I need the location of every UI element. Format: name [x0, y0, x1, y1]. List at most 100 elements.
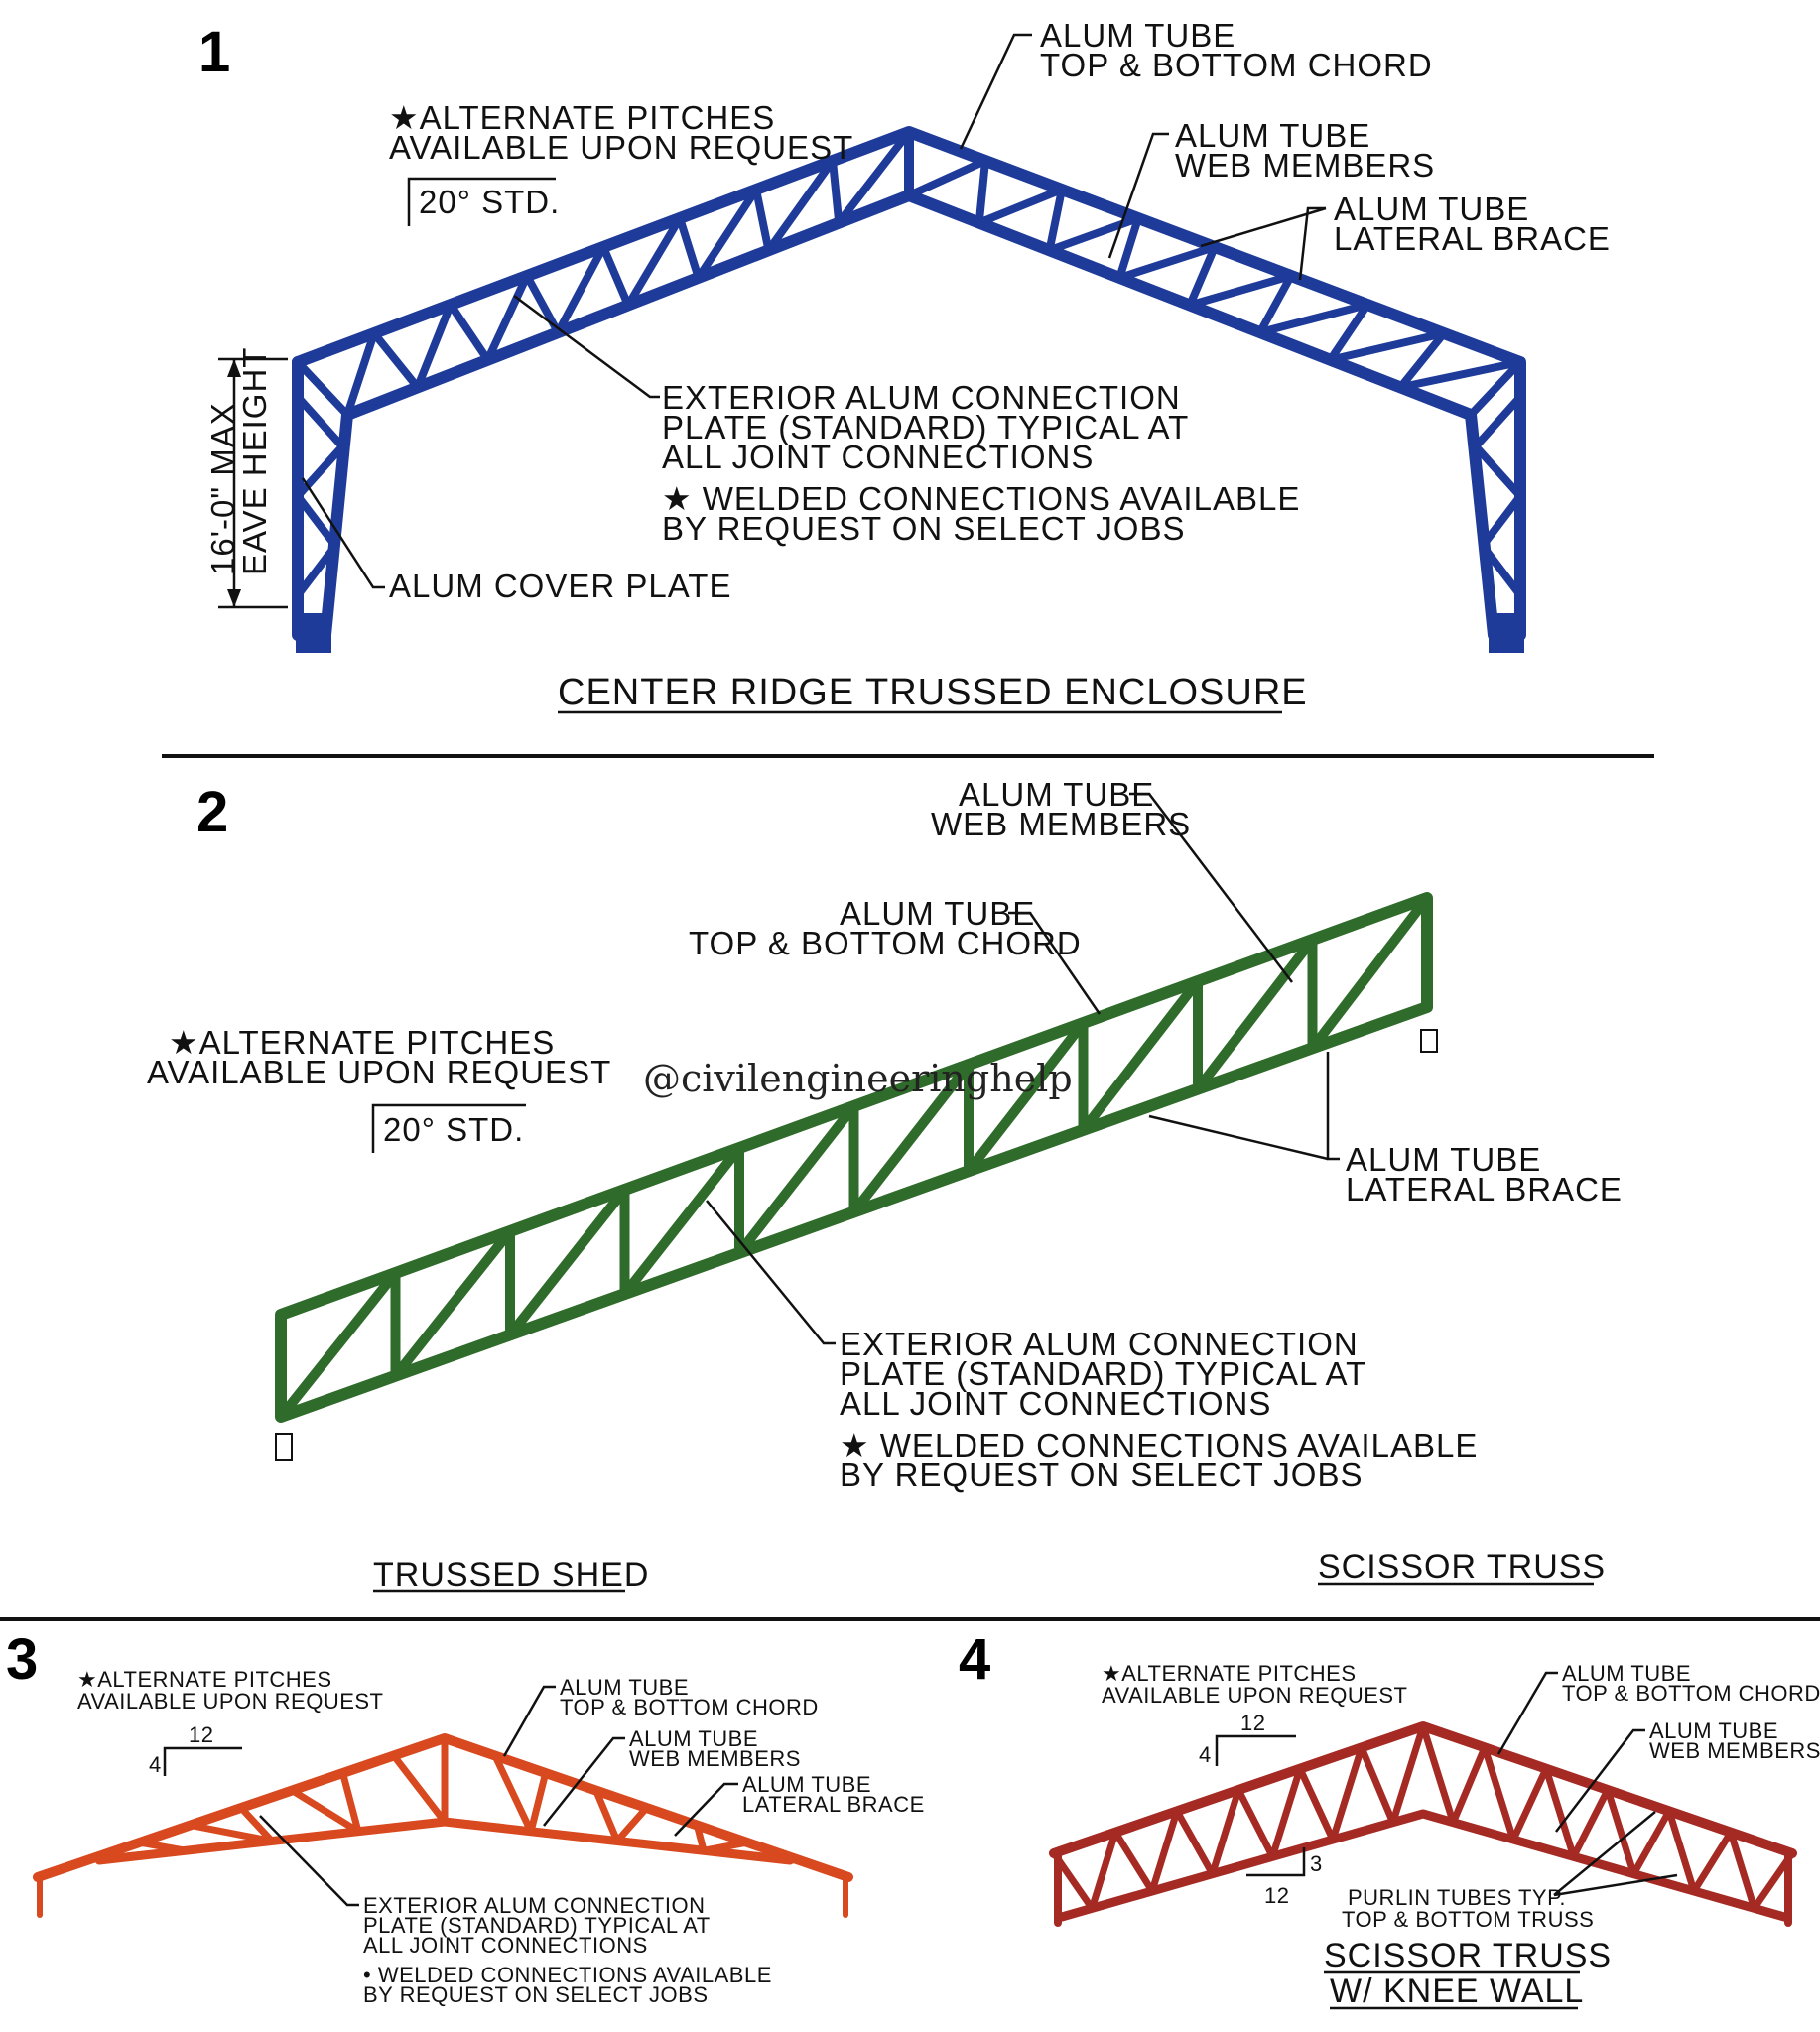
panel-1-web-right-diagonal: [1326, 329, 1448, 364]
panel-3-chord-leader: [502, 1685, 556, 1757]
panel-1-brace-leader-b: [1298, 206, 1326, 281]
panel-3-web-diagonal: [237, 1804, 276, 1844]
panel-3-chord-label-line-1: ALUM TUBE: [560, 1675, 689, 1700]
panel-2-left-support: [275, 1433, 293, 1460]
panel-2-pitch-note-line-2: AVAILABLE UPON REQUEST: [147, 1054, 611, 1090]
panel-3-web-diagonal: [288, 1787, 362, 1836]
panel-2-pitch-value: 20° STD.: [383, 1111, 524, 1148]
panel-1-web-right-diagonal: [1115, 243, 1219, 282]
panel-4-web-diagonal: [1481, 1743, 1517, 1843]
panel-2-caption: TRUSSED SHED: [373, 1556, 649, 1593]
panel-1-cover-plate-leader: [301, 477, 385, 589]
panel-1-eave-arrow-bottom: [227, 589, 241, 607]
panel-1-web-right-vertical: [1255, 272, 1295, 337]
panel-3-web-members: [84, 1734, 802, 1864]
panel-2-web-diagonal: [848, 1060, 974, 1217]
panel-3-plate-leader: [259, 1815, 359, 1907]
panel-1-web-right-diagonal: [1186, 272, 1295, 310]
panel-4-web-diagonal: [1727, 1829, 1758, 1912]
panel-1-web-left-vertical: [599, 243, 632, 310]
panel-1-web-right-diagonal: [905, 157, 989, 199]
panel-2-web-diagonal: [390, 1226, 515, 1381]
panel-4-purlin-leader-b: [1553, 1873, 1678, 1897]
panel-1-web-left-diagonal: [624, 214, 684, 310]
panel-4-web-diagonal: [1173, 1807, 1217, 1878]
panel-1-web-left-vertical: [752, 186, 773, 255]
panel-4-bottom-chord: [1057, 1809, 1789, 1922]
panel-1-eave-arrow-top: [227, 359, 241, 377]
panel-4-web-label-line-1: ALUM TUBE: [1649, 1718, 1778, 1743]
panel-1-web-left-diagonal: [554, 243, 607, 337]
panel-4-caption-line-2: W/ KNEE WALL: [1330, 1972, 1584, 2010]
panel-3-plate-label-line-1: EXTERIOR ALUM CONNECTION: [363, 1893, 705, 1918]
panel-2-number: 2: [196, 780, 228, 844]
panel-3-web-diagonal: [592, 1787, 621, 1844]
panel-4-purlin-label-line-2: TOP & BOTTOM TRUSS: [1342, 1907, 1594, 1932]
panel-1-chord-label-line-2: TOP & BOTTOM CHORD: [1040, 47, 1433, 83]
panel-1-brace-label-line-2: LATERAL BRACE: [1334, 220, 1611, 257]
panel-1-cover-plate-label: ALUM COVER PLATE: [389, 568, 731, 604]
panel-4-web-diagonal: [1665, 1807, 1698, 1895]
panel-3-web-diagonal: [339, 1769, 362, 1836]
panel-2-web-diagonal: [964, 1018, 1089, 1177]
panel-1-welded-line-2: BY REQUEST ON SELECT JOBS: [662, 510, 1186, 547]
panel-3-plate-label-line-2: PLATE (STANDARD) TYPICAL AT: [363, 1913, 711, 1938]
panel-4-web-diagonal: [1629, 1807, 1673, 1878]
panel-4-web-diagonal: [1570, 1786, 1612, 1860]
panel-2-brace-label-line-2: LATERAL BRACE: [1346, 1171, 1623, 1207]
panel-4-web-diagonal: [1329, 1743, 1365, 1843]
panel-4-web-diagonal: [1604, 1786, 1637, 1878]
panel-3-welded-line-1: • WELDED CONNECTIONS AVAILABLE: [363, 1963, 772, 1987]
panel-1-caption: CENTER RIDGE TRUSSED ENCLOSURE: [558, 672, 1308, 713]
panel-2-web-diagonal: [505, 1185, 630, 1340]
panel-1-web-right-diagonal: [1396, 358, 1524, 392]
panel-1-web-left-vertical: [294, 358, 351, 419]
panel-1-plate-label-line-2: PLATE (STANDARD) TYPICAL AT: [662, 409, 1189, 445]
panel-4-web-diagonal: [1111, 1829, 1156, 1895]
panel-3-web-diagonal: [786, 1856, 802, 1864]
panel-4-web-diagonal: [1509, 1765, 1550, 1843]
panel-1-plate-leader: [513, 294, 660, 399]
panel-2-watermark: @civilengineeringhelp: [643, 1057, 1073, 1100]
panel-4-bottom-rise: 3: [1310, 1851, 1323, 1876]
panel-3-truss: 3 ★ALTERNATE PITCHES AVAILABLE UPON REQU…: [6, 1627, 924, 2007]
panel-1-web-right-diagonal: [975, 186, 1066, 227]
panel-1-web-right-vertical: [1467, 358, 1524, 419]
panel-1-web-left-vertical: [829, 157, 844, 227]
panel-2-chord-leader: [1008, 911, 1102, 1015]
panel-3-pitch-note-line-1: ★ALTERNATE PITCHES: [77, 1667, 332, 1692]
panel-4-web-diagonal: [1358, 1743, 1397, 1827]
panel-3-pitch-symbol: [163, 1746, 242, 1776]
panel-4-web-diagonal: [1449, 1743, 1489, 1827]
panel-1-web-left-diagonal: [835, 128, 913, 227]
panel-4-truss-frame: [1049, 1721, 1797, 1927]
panel-4-web-diagonal: [1389, 1722, 1427, 1827]
panel-2-brace-leader-a: [1326, 1052, 1340, 1161]
panel-1-right-base-plate: [1489, 613, 1524, 653]
panel-4-web-diagonal: [1690, 1829, 1735, 1895]
panel-1-number: 1: [198, 20, 230, 84]
panel-1-plate-label-line-3: ALL JOINT CONNECTIONS: [662, 439, 1094, 475]
panel-2-web-diagonal: [1193, 935, 1318, 1094]
panel-1-web-left-vertical: [370, 329, 422, 392]
panel-1-web-right-vertical: [1186, 243, 1219, 310]
panel-3-number: 3: [6, 1627, 38, 1692]
panel-2-pitch-note-line-1: ★ALTERNATE PITCHES: [169, 1024, 555, 1061]
panel-3-chord-label-line-2: TOP & BOTTOM CHORD: [560, 1695, 819, 1719]
panel-1-brace-label-line-1: ALUM TUBE: [1334, 190, 1529, 227]
panel-4-web-diagonal: [1542, 1765, 1578, 1860]
panel-2-web-diagonal: [619, 1143, 744, 1300]
panel-1-chord-leader: [959, 33, 1032, 150]
panel-1-welded-line-1: ★ WELDED CONNECTIONS AVAILABLE: [662, 480, 1300, 517]
panel-1-eave-label-line-1: 16'-0" MAX: [204, 402, 241, 575]
panel-1-web-left-vertical: [676, 214, 703, 282]
panel-1-plate-label-line-1: EXTERIOR ALUM CONNECTION: [662, 379, 1181, 416]
panel-3-brace-label-line-1: ALUM TUBE: [742, 1772, 871, 1797]
panel-2-welded-line-1: ★ WELDED CONNECTIONS AVAILABLE: [840, 1427, 1478, 1463]
panel-1-web-right-vertical: [1045, 186, 1066, 255]
panel-4-chord-label-line-1: ALUM TUBE: [1562, 1661, 1691, 1686]
panel-4-web-diagonal: [1209, 1786, 1242, 1878]
panel-3-web-diagonal: [84, 1846, 190, 1863]
panel-4-purlin-label-line-1: PURLIN TUBES TYP.: [1348, 1885, 1566, 1910]
